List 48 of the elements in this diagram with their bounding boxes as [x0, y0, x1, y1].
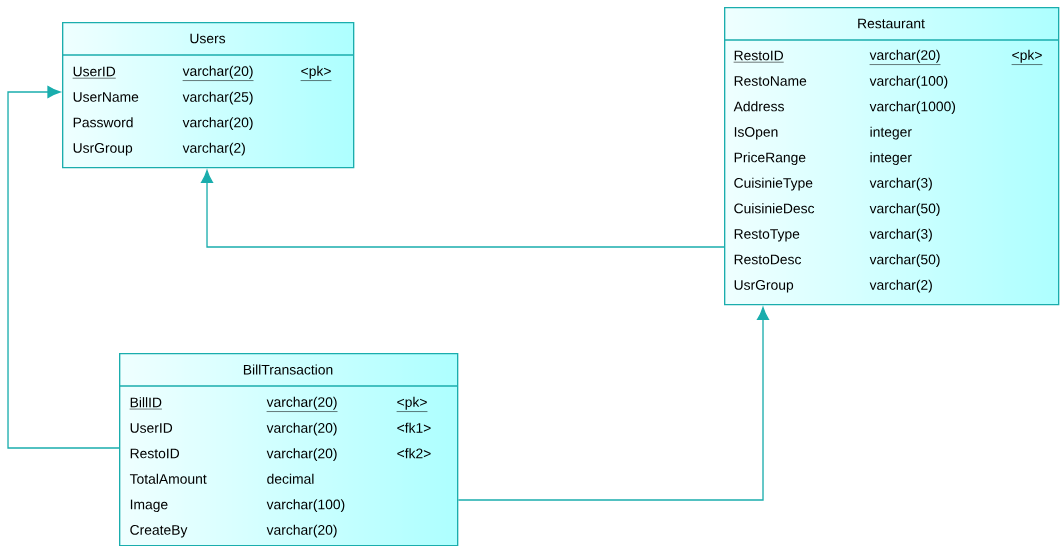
field-name: RestoDesc: [734, 254, 802, 265]
field-name: TotalAmount: [129, 473, 207, 484]
data-type: varchar(2): [182, 142, 245, 156]
data-type: varchar(3): [869, 228, 932, 242]
field-name: RestoType: [734, 229, 800, 242]
data-type: varchar(20): [266, 524, 337, 538]
data-type: varchar(20): [182, 65, 254, 81]
data-type: varchar(2): [869, 279, 932, 293]
field-name: Image: [130, 499, 168, 513]
data-type: varchar(25): [182, 91, 253, 105]
field-name: UsrGroup: [734, 280, 794, 293]
data-type: decimal: [267, 473, 314, 484]
data-type: varchar(100): [266, 499, 345, 513]
data-type: varchar(20): [869, 49, 941, 65]
field-name: UserID: [130, 423, 173, 433]
key-marker: <fk1>: [397, 422, 431, 433]
key-marker: <fk2>: [397, 448, 431, 459]
data-type: varchar(50): [869, 254, 940, 268]
field-name: PriceRange: [734, 152, 806, 166]
data-type: varchar(20): [266, 422, 337, 436]
field-name: UserID: [72, 66, 117, 79]
field-name: RestoID: [130, 448, 180, 459]
field-name: CreateBy: [130, 525, 188, 538]
data-type: varchar(50): [869, 203, 940, 217]
data-type: varchar(20): [182, 117, 253, 131]
field-name: UserName: [73, 92, 139, 102]
connector-arrow: [457, 306, 770, 501]
field-name: RestoName: [734, 76, 807, 86]
connector-arrow: [7, 85, 120, 449]
table-title: BillTransaction: [243, 364, 333, 375]
table-title: Restaurant: [858, 18, 925, 29]
data-type: varchar(20): [266, 448, 337, 462]
field-name: CuisinieDesc: [734, 203, 815, 214]
data-type: integer: [870, 152, 912, 166]
field-name: CuisinieType: [734, 177, 813, 191]
data-type: varchar(3): [869, 177, 932, 191]
data-type: varchar(100): [869, 75, 948, 89]
table-title: Users: [190, 33, 226, 44]
field-name: UsrGroup: [73, 143, 133, 156]
data-type: integer: [870, 126, 912, 140]
data-type: varchar(20): [266, 396, 338, 412]
connector-arrow: [200, 169, 725, 248]
data-type: varchar(1000): [869, 101, 956, 115]
field-name: IsOpen: [734, 127, 778, 140]
field-name: Address: [733, 101, 784, 112]
field-name: Password: [73, 117, 133, 128]
field-name: RestoID: [733, 50, 784, 63]
field-name: BillID: [129, 397, 163, 410]
